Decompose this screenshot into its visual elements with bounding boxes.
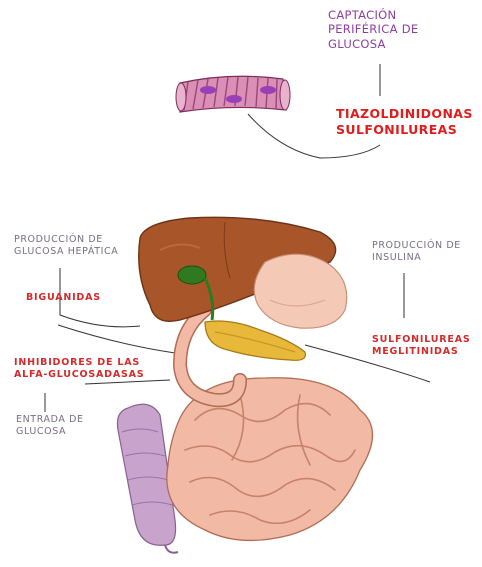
- label-biguanidas: BIGUANIDAS: [26, 292, 101, 304]
- label-sulfonilureas-meglitinidas: SULFONILUREAS MEGLITINIDAS: [372, 334, 471, 358]
- label-captacion-periferica: CAPTACIÓN PERIFÉRICA DE GLUCOSA: [328, 8, 418, 51]
- label-produccion-insulina: PRODUCCIÓN DE INSULINA: [372, 240, 461, 264]
- muscle-fiber-icon: [176, 76, 290, 112]
- label-produccion-hepatica: PRODUCCIÓN DE GLUCOSA HEPÁTICA: [14, 234, 118, 258]
- label-tiazoldinidonas-sulfonilureas: TIAZOLDINIDONAS SULFONILUREAS: [336, 106, 473, 137]
- label-inhibidores-alfa-glucosidasas: INHIBIDORES DE LAS ALFA-GLUCOSADASAS: [14, 357, 144, 381]
- label-entrada-glucosa: ENTRADA DE GLUCOSA: [16, 414, 84, 438]
- stomach-icon: [254, 254, 346, 328]
